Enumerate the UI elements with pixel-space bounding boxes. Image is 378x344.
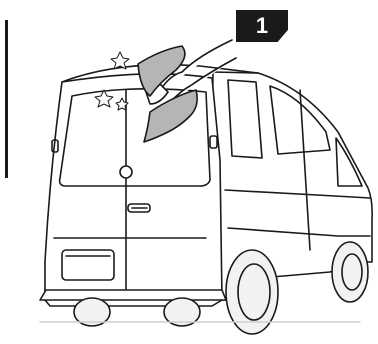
margin-rule bbox=[5, 20, 8, 178]
cloth-icon bbox=[137, 45, 198, 143]
step-number-badge: 1 bbox=[236, 10, 288, 42]
sparkle-icon bbox=[94, 51, 130, 111]
van-icon bbox=[39, 63, 373, 335]
